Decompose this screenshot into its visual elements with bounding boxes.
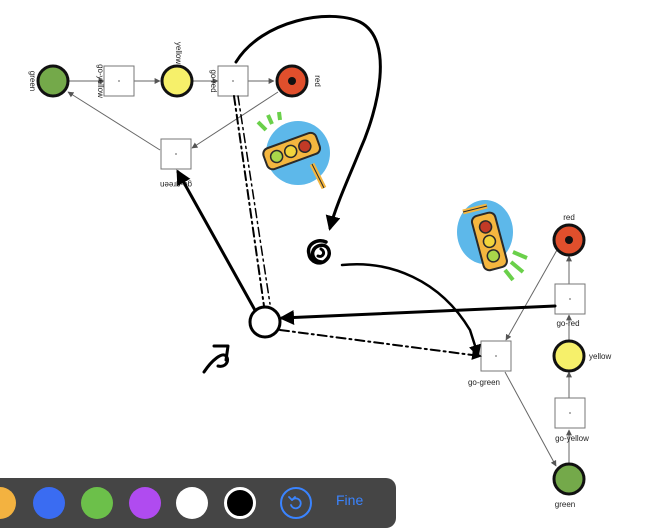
transition-dot xyxy=(569,298,571,300)
arc xyxy=(504,371,557,467)
transition-label-go-yellow: go-yellow xyxy=(96,64,105,98)
transition-label-go-green: go-green xyxy=(468,378,500,387)
transition-label-go-green: go-green xyxy=(160,180,192,189)
ink-dashdot-3 xyxy=(279,329,482,360)
arc xyxy=(191,91,279,149)
ink-arrow-to-go-green xyxy=(340,263,481,358)
color-swatch-blue[interactable] xyxy=(33,487,65,519)
arc xyxy=(505,249,558,341)
transition-dot xyxy=(175,153,177,155)
color-swatch-green[interactable] xyxy=(81,487,113,519)
ink-empty-circle xyxy=(248,305,282,339)
color-swatch-orange[interactable] xyxy=(0,487,16,519)
ink-dashdot-2 xyxy=(237,95,271,305)
transition-dot xyxy=(569,412,571,414)
ink-spiral xyxy=(306,239,331,265)
token xyxy=(565,236,573,244)
color-swatch-purple[interactable] xyxy=(129,487,161,519)
place-yellow xyxy=(160,64,194,98)
ink-strokes xyxy=(176,15,557,374)
transition-dot xyxy=(232,80,234,82)
drawing-toolbar: Fine xyxy=(0,478,396,528)
place-label-green: green xyxy=(28,71,37,91)
ink-small-arrow xyxy=(202,353,230,374)
traffic-light-icon xyxy=(457,200,528,282)
traffic-light-icon xyxy=(256,111,330,190)
ink-spiral-inner xyxy=(316,247,326,258)
ink-arrow-loop xyxy=(234,15,382,231)
petri-net-right: red yellow green go-red go-yellow go-gre… xyxy=(468,213,611,509)
place-green xyxy=(36,64,70,98)
place-label-yellow: yellow xyxy=(589,352,611,361)
ink-dashdot-1 xyxy=(233,95,265,307)
transition-go-red xyxy=(217,65,249,97)
ink-arrow-left xyxy=(279,304,557,325)
transition-dot xyxy=(495,355,497,357)
done-button[interactable]: Fine xyxy=(336,492,364,508)
place-label-red: red xyxy=(563,213,575,222)
transition-label-go-red: go-red xyxy=(209,69,218,92)
place-label-green: green xyxy=(555,500,575,509)
place-green xyxy=(552,462,586,496)
color-swatch-white[interactable] xyxy=(176,487,208,519)
petri-net-top: green yellow red go-yellow go-red go-gre… xyxy=(28,42,322,189)
token xyxy=(288,77,296,85)
ink-small-arrowhead xyxy=(212,344,230,362)
transition-label-go-yellow: go-yellow xyxy=(555,434,589,443)
place-label-red: red xyxy=(313,75,322,87)
ink-arrow-up xyxy=(176,169,258,314)
undo-icon xyxy=(288,496,302,510)
place-label-yellow: yellow xyxy=(174,42,183,64)
place-yellow xyxy=(552,339,586,373)
undo-button[interactable] xyxy=(280,487,312,519)
transition-dot xyxy=(118,80,120,82)
arc xyxy=(67,91,161,151)
transition-label-go-red: go-red xyxy=(556,319,579,328)
color-swatch-black[interactable] xyxy=(224,487,256,519)
